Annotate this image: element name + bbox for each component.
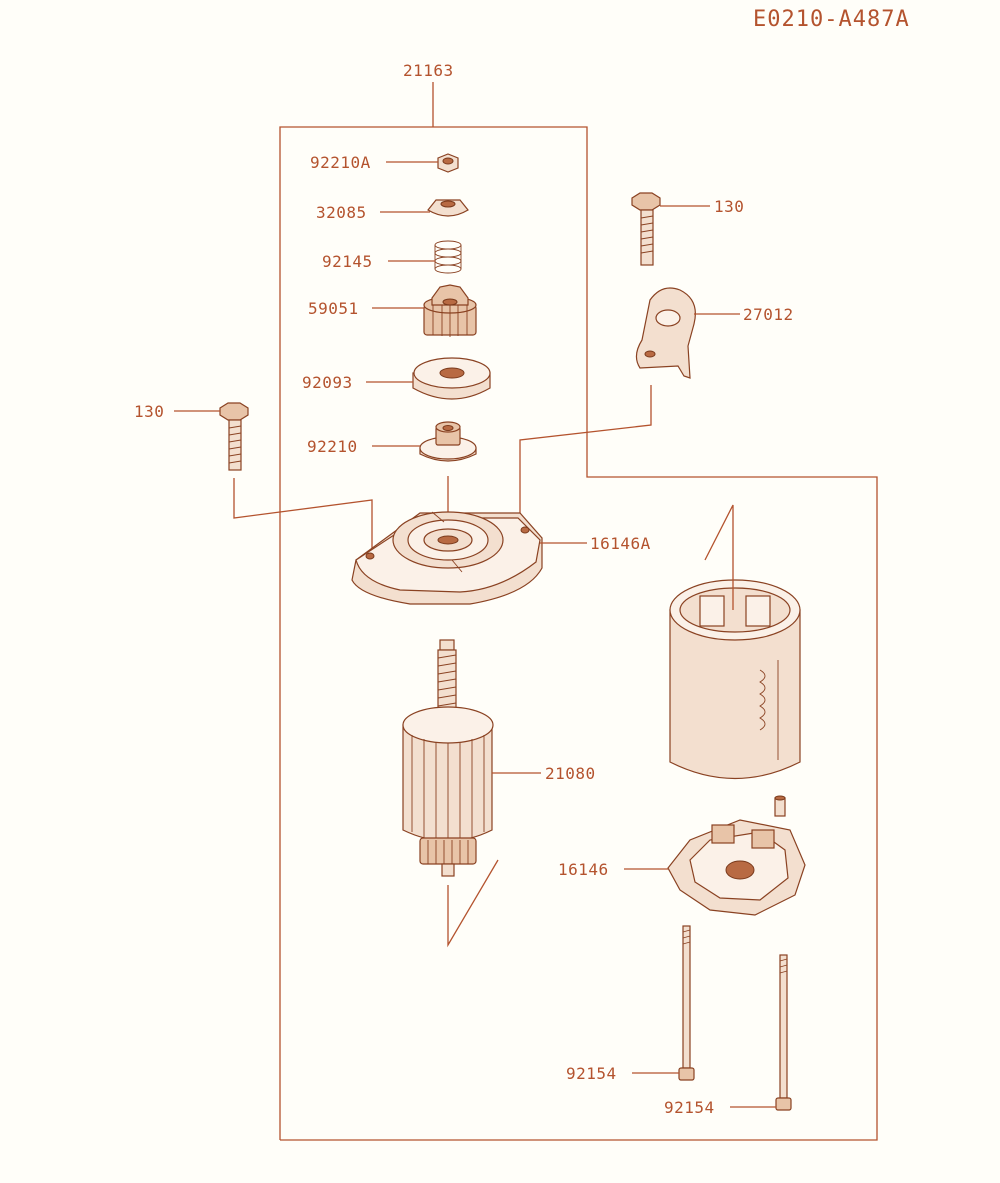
part-21080-armature[interactable] xyxy=(402,639,494,877)
part-92154-through-bolt-b[interactable] xyxy=(775,954,792,1111)
label-130-left: 130 xyxy=(134,402,164,421)
armature-guide-line xyxy=(447,859,499,948)
part-130-right-bolt[interactable] xyxy=(631,192,661,266)
bolt-left-guide-line xyxy=(233,478,373,548)
bracket-guide-line xyxy=(519,385,652,515)
label-92210: 92210 xyxy=(307,437,358,456)
leader-lines xyxy=(174,161,776,1108)
yoke-housing[interactable] xyxy=(669,579,801,780)
label-92154-b: 92154 xyxy=(664,1098,715,1117)
label-16146: 16146 xyxy=(558,860,609,879)
label-21080: 21080 xyxy=(545,764,596,783)
part-92210A-nut[interactable] xyxy=(437,153,459,173)
label-16146A: 16146A xyxy=(590,534,651,553)
part-92145-spring[interactable] xyxy=(434,240,462,274)
part-92093-washer[interactable] xyxy=(412,357,491,400)
part-92210-flange-nut[interactable] xyxy=(419,421,477,462)
yoke-guide-line xyxy=(704,504,734,610)
label-32085: 32085 xyxy=(316,203,367,222)
label-21163: 21163 xyxy=(403,61,454,80)
part-130-left-bolt[interactable] xyxy=(219,402,249,471)
label-27012: 27012 xyxy=(743,305,794,324)
part-16146-brush-holder[interactable] xyxy=(667,795,806,916)
part-27012-bracket[interactable] xyxy=(635,287,696,379)
part-labels: 21163 92210A 32085 92145 59051 92093 922… xyxy=(134,61,794,1117)
label-59051: 59051 xyxy=(308,299,359,318)
part-16146A-front-cover[interactable] xyxy=(351,511,543,605)
part-92154-through-bolt-a[interactable] xyxy=(678,925,695,1081)
diagram-code: E0210-A487A xyxy=(753,7,910,32)
label-92154-a: 92154 xyxy=(566,1064,617,1083)
part-59051-pinion-gear[interactable] xyxy=(423,284,477,337)
label-130-right: 130 xyxy=(714,197,744,216)
label-92145: 92145 xyxy=(322,252,373,271)
part-32085-collar[interactable] xyxy=(427,199,469,217)
assembly-frame xyxy=(279,82,878,1141)
label-92093: 92093 xyxy=(302,373,353,392)
label-92210A: 92210A xyxy=(310,153,371,172)
